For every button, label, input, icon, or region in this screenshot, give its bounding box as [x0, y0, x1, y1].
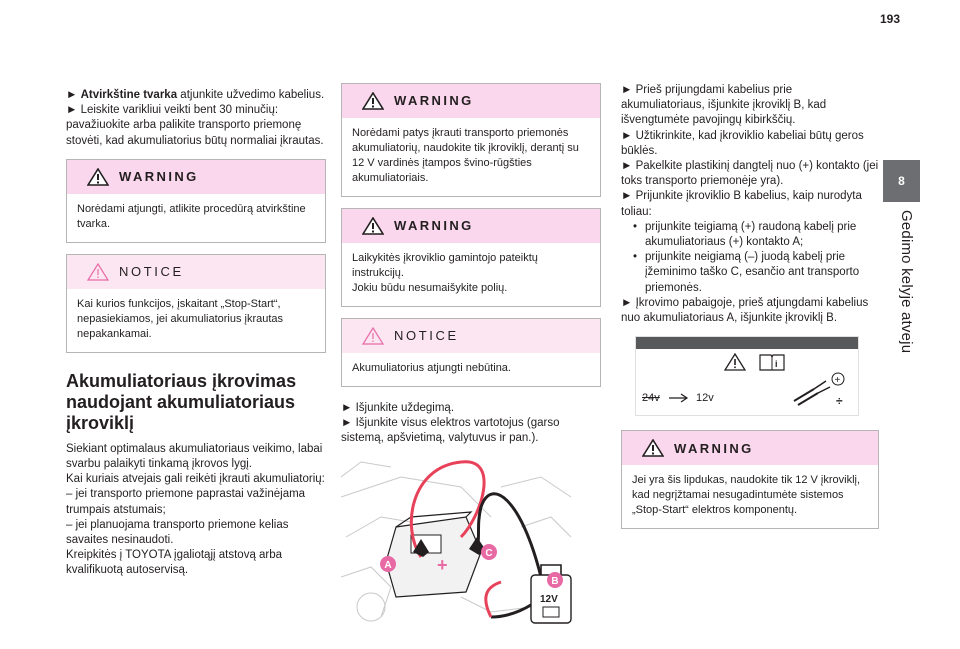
paragraph: ► Atvirkštine tvarka atjunkite užvedimo …	[66, 89, 325, 101]
svg-text:i: i	[775, 359, 778, 369]
warning-header: WARNING	[67, 159, 325, 194]
sticker-12v: 12v	[696, 392, 714, 405]
page-number: 193	[880, 12, 901, 26]
warning-header: WARNING	[342, 209, 600, 243]
notice-icon	[87, 262, 109, 281]
warning-text: Jei yra šis lipdukas, naudokite tik 12 V…	[632, 474, 861, 517]
notice-header: NOTICE	[342, 319, 600, 353]
notice-header: NOTICE	[67, 254, 325, 289]
section-body: Siekiant optimalaus akumuliatoriaus veik…	[66, 442, 326, 579]
list-item: prijunkite teigiamą (+) raudoną kabelį p…	[633, 220, 879, 250]
paragraph: ► Išjunkite uždegimą.	[341, 402, 455, 414]
svg-text:+: +	[835, 375, 841, 386]
paragraph: – jei planuojama transporto priemone kel…	[66, 518, 289, 547]
section-heading: Akumuliatoriaus įkrovimas naudojant akum…	[66, 370, 297, 433]
chapter-tab[interactable]: 8	[883, 160, 920, 202]
chapter-title: Gedimo kelyje atveju	[898, 210, 915, 354]
paragraph: ► Prieš prijungdami kabelius prie akumul…	[621, 84, 827, 127]
warning-text: Laikykitės įkroviklio gamintojo pateiktų…	[342, 243, 600, 306]
label-a: A	[380, 555, 396, 572]
clamp-plus-minus-icon: +÷	[793, 372, 845, 408]
paragraph: ► Pakelkite plastikinį dangtelį nuo (+) …	[621, 160, 879, 188]
black-clamp	[469, 536, 485, 555]
svg-text:A: A	[384, 560, 391, 571]
warning-icon	[642, 439, 664, 458]
battery-charger-illustration: + 12V A C B	[340, 460, 572, 624]
warning-icon	[87, 167, 109, 186]
svg-text:C: C	[485, 548, 492, 559]
paragraph: ► Užtikrinkite, kad įkroviklio kabeliai …	[621, 129, 864, 157]
paragraph: ► Prijunkite įkroviklio B kabelius, kaip…	[621, 190, 862, 218]
svg-text:+: +	[437, 555, 448, 575]
paragraph: Kreipkitės į TOYOTA įgaliotąjį atstovą a…	[66, 549, 283, 577]
warning-box: WARNING Laikykitės įkroviklio gamintojo …	[341, 208, 601, 307]
warning-line: Laikykitės įkroviklio gamintojo pateiktų…	[352, 252, 538, 279]
paragraph: Siekiant optimalaus akumuliatoriaus veik…	[66, 442, 323, 471]
notice-box: NOTICE Akumuliatorius atjungti nebūtina.	[341, 318, 601, 387]
warning-icon	[362, 92, 384, 110]
label-b: B	[547, 571, 563, 588]
paragraph: Kai kuriais atvejais gali reikėti įkraut…	[66, 473, 325, 486]
charger-voltage-label: 12V	[540, 594, 558, 605]
chapter-sidebar: 8	[883, 160, 920, 570]
car-battery	[385, 510, 482, 598]
svg-text:÷: ÷	[836, 394, 843, 408]
sticker-24v: 24v	[642, 392, 660, 405]
notice-text: Kai kurios funkcijos, įskaitant „Stop-St…	[77, 297, 284, 340]
list-item: prijunkite neigiamą (–) juodą kabelį pri…	[633, 250, 879, 296]
warning-icon	[362, 217, 384, 235]
warning-box: WARNING Norėdami atjungti, atlikite proc…	[66, 158, 326, 243]
warning-line: Jokiu būdu nesumaišykite polių.	[352, 282, 508, 294]
column-2: WARNING Norėdami patys įkrauti transport…	[340, 83, 601, 632]
manual-book-icon: i	[759, 354, 785, 371]
arrow-icon	[669, 393, 689, 403]
label-c: C	[481, 543, 497, 560]
sticker-warning-icon	[724, 353, 746, 371]
warning-header: WARNING	[622, 431, 878, 466]
warning-header: WARNING	[342, 84, 600, 118]
paragraph: ► Leiskite varikliui veikti bent 30 minu…	[66, 104, 324, 147]
notice-icon	[362, 327, 384, 345]
warning-text: Norėdami atjungti, atlikite procedūrą at…	[77, 202, 306, 230]
notice-box: NOTICE Kai kurios funkcijos, įskaitant „…	[66, 253, 326, 353]
voltage-sticker: i 24v 12v +÷	[635, 336, 859, 417]
warning-text: Norėdami patys įkrauti transporto priemo…	[352, 127, 579, 184]
sub-step-list: prijunkite teigiamą (+) raudoną kabelį p…	[621, 220, 879, 296]
sticker-top-bar	[636, 337, 858, 350]
paragraph: ► Išjunkite visus elektros vartotojus (g…	[341, 417, 560, 445]
svg-text:B: B	[551, 576, 558, 587]
column-3: ► Prieš prijungdami kabelius prie akumul…	[621, 83, 879, 530]
warning-box: WARNING Norėdami patys įkrauti transport…	[341, 83, 601, 197]
red-clamp	[413, 538, 429, 557]
red-cable	[409, 460, 486, 558]
column-1: ► Atvirkštine tvarka atjunkite užvedimo …	[66, 88, 326, 579]
warning-box: WARNING Jei yra šis lipdukas, naudokite …	[621, 430, 879, 530]
black-cable	[474, 491, 543, 577]
paragraph: – jei transporto priemone paprastai važi…	[66, 488, 306, 516]
paragraph: ► Įkrovimo pabaigoje, prieš atjungdami k…	[621, 296, 869, 325]
notice-text: Akumuliatorius atjungti nebūtina.	[352, 362, 511, 374]
charger-b: 12V	[530, 563, 572, 624]
